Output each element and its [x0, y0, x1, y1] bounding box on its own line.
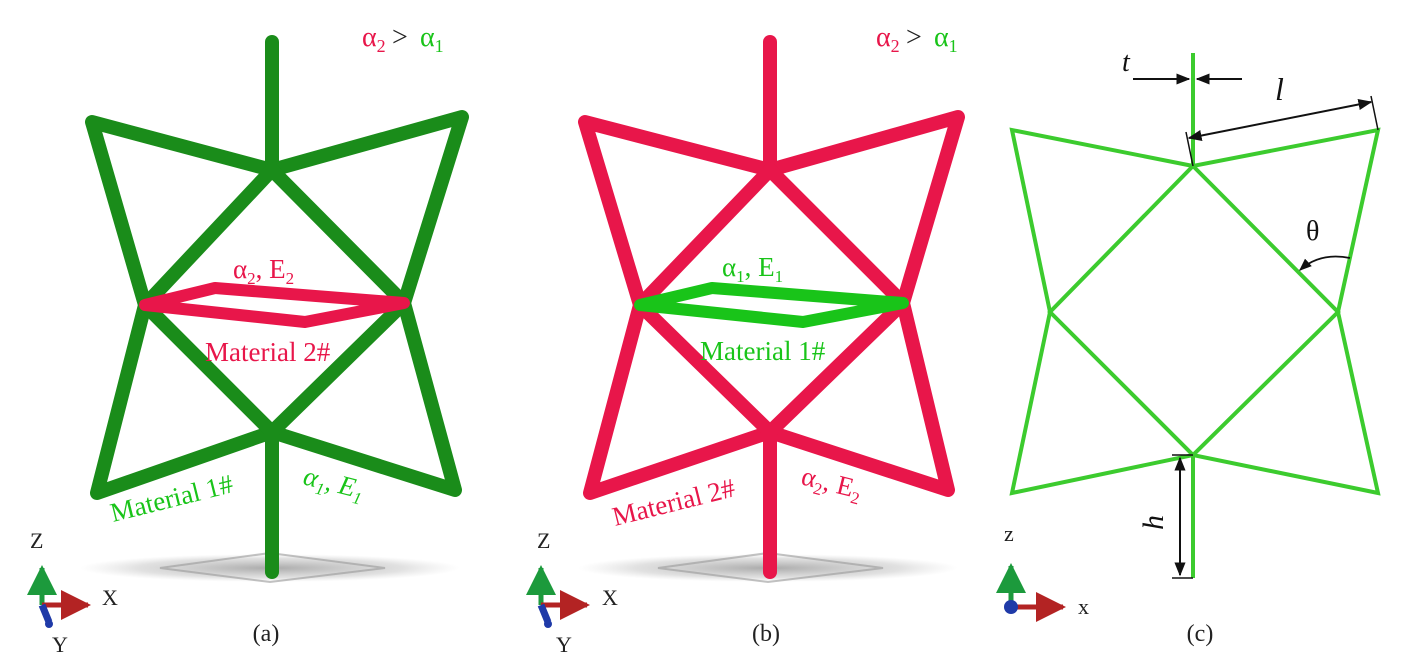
inequality-label: α2 > α1 [362, 22, 444, 56]
outer-frame [85, 35, 469, 579]
axis-triad: Z X Y [526, 528, 618, 657]
shadow-outline [657, 551, 884, 584]
svg-text:X: X [602, 585, 618, 610]
svg-text:X: X [102, 585, 118, 610]
svg-text:Y: Y [52, 632, 68, 657]
dim-t: t [1122, 47, 1242, 85]
dim-h: h [1137, 454, 1193, 579]
svg-text:α2: α2 [362, 22, 386, 56]
panel-b: α2 > α1 α1, E1 Material 1# Material 2# α… [526, 22, 965, 657]
axis-triad: z x [996, 521, 1089, 622]
inner-property-label: α1, E1 [722, 252, 783, 286]
inner-material-label: Material 1# [700, 336, 826, 366]
svg-text:Y: Y [556, 632, 572, 657]
inequality-label: α2 > α1 [876, 22, 958, 56]
inner-ring [634, 282, 909, 328]
outer-frame [578, 35, 965, 579]
svg-text:>: > [392, 22, 408, 53]
unit-cell-outline [1009, 53, 1381, 578]
svg-text:t: t [1122, 47, 1131, 78]
svg-text:α1: α1 [420, 22, 444, 56]
svg-text:Z: Z [30, 528, 43, 553]
panel-caption: (c) [1187, 621, 1214, 647]
panel-caption: (a) [253, 621, 280, 647]
svg-text:Z: Z [537, 528, 550, 553]
svg-text:α2: α2 [876, 22, 900, 56]
svg-text:α1: α1 [934, 22, 958, 56]
svg-text:z: z [1004, 521, 1014, 546]
shadow-outline [159, 551, 386, 584]
panel-c: t l θ h z x (c) [996, 47, 1381, 647]
panel-caption: (b) [752, 621, 780, 647]
inner-material-label: Material 2# [205, 337, 331, 367]
svg-text:x: x [1078, 594, 1089, 619]
panel-a: α2 > α1 α2, E2 Material 2# Material 1# α… [27, 22, 469, 657]
svg-text:θ: θ [1306, 216, 1319, 247]
outer-property-label: α2, E2 [798, 461, 866, 509]
dim-theta: θ [1299, 216, 1351, 271]
svg-text:>: > [906, 22, 922, 53]
outer-property-label: α1, E1 [300, 461, 368, 509]
dim-l: l [1185, 71, 1379, 167]
axis-triad: Z X Y [27, 528, 118, 657]
svg-text:l: l [1275, 71, 1284, 107]
inner-ring [139, 282, 410, 328]
inner-property-label: α2, E2 [233, 254, 294, 288]
svg-text:h: h [1137, 515, 1170, 530]
